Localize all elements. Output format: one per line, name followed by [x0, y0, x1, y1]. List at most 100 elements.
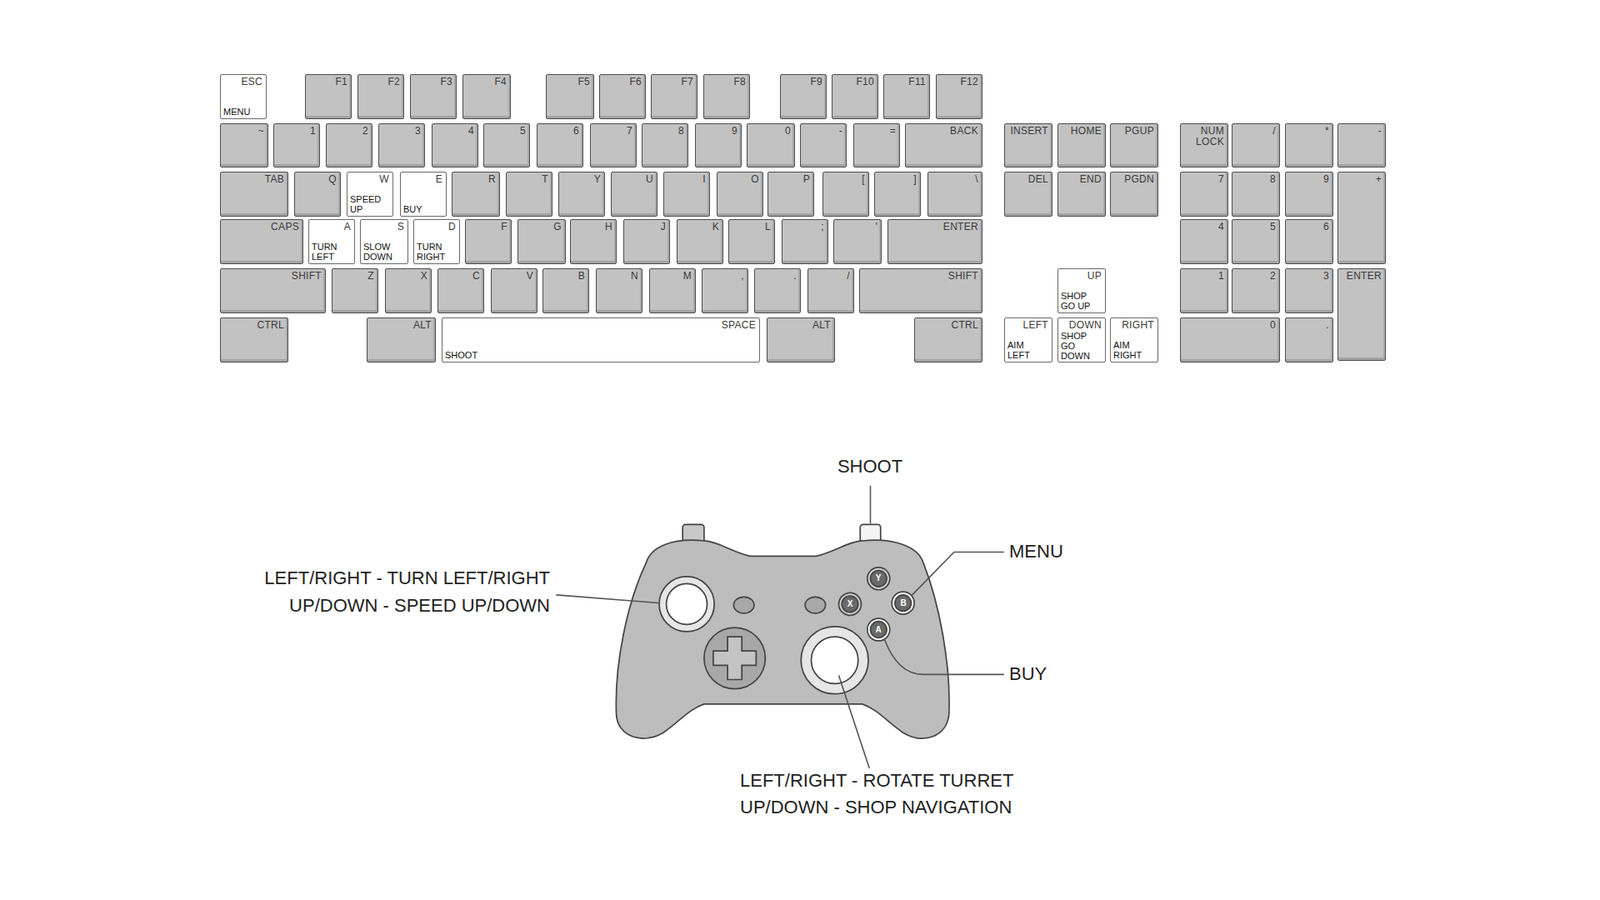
keyboard-key: BACK	[905, 123, 983, 168]
keyboard-key: V	[490, 268, 538, 314]
key-label: H	[573, 221, 613, 233]
keyboard-key: X	[385, 268, 432, 314]
keyboard-key: F5	[545, 74, 595, 120]
mapped-key: DOWNSHOP GO DOWN	[1057, 317, 1106, 363]
key-label: UP	[1060, 270, 1102, 282]
key-label: SHIFT	[862, 270, 979, 282]
key-label: 6	[540, 125, 580, 137]
keyboard-key: F4	[462, 74, 511, 120]
key-label: F2	[360, 76, 400, 88]
keyboard-key: ENTER	[887, 219, 983, 265]
keyboard-key: H	[570, 219, 617, 265]
key-function: AIM RIGHT	[1113, 340, 1155, 360]
keyboard-key: T	[505, 171, 553, 217]
key-label: C	[440, 270, 480, 282]
key-label: I	[666, 174, 706, 185]
leader-line	[839, 675, 870, 769]
key-label: ESC	[223, 76, 263, 88]
key-label: B	[545, 270, 585, 282]
key-label: \	[930, 174, 979, 185]
mapped-key: SPACESHOOT	[441, 317, 760, 363]
mapped-key: WSPEED UP	[346, 171, 394, 217]
keyboard-key: 8	[641, 123, 689, 168]
keyboard-key: 4	[431, 123, 479, 168]
key-label: +	[1340, 174, 1382, 185]
key-label: T	[509, 174, 549, 185]
keyboard-key: ]	[874, 171, 921, 217]
button-letter: Y	[871, 571, 885, 585]
keyboard-key: L	[728, 219, 775, 265]
mapped-key: RIGHTAIM RIGHT	[1110, 317, 1159, 363]
key-label: .	[757, 270, 797, 282]
key-label: Y	[561, 174, 601, 185]
keyboard-key: 5	[483, 123, 530, 168]
keyboard-key: F7	[650, 74, 698, 120]
button-ring	[839, 592, 862, 615]
key-label: ,	[705, 270, 745, 282]
key-label: F4	[465, 76, 507, 88]
keyboard-key: F11	[883, 74, 930, 120]
keyboard-key: CTRL	[220, 317, 289, 363]
mapped-key: DTURN RIGHT	[413, 219, 460, 265]
key-function: AIM LEFT	[1007, 340, 1049, 360]
key-label: F3	[413, 76, 453, 88]
key-label: 6	[1288, 221, 1330, 233]
key-label: NUM LOCK	[1183, 125, 1225, 148]
key-label: G	[520, 221, 562, 233]
keyboard-key: .	[1285, 317, 1334, 363]
keyboard-key: 3	[378, 123, 425, 168]
key-label: F12	[939, 76, 979, 88]
right-stick-cap	[810, 636, 858, 684]
button-ring	[867, 567, 890, 590]
key-label: INSERT	[1007, 125, 1049, 137]
keyboard-key: M	[649, 268, 696, 314]
keyboard-key: NUM LOCK	[1180, 123, 1229, 168]
back-button	[733, 596, 754, 614]
key-label: 8	[645, 125, 685, 137]
key-label: ~	[223, 125, 265, 137]
key-label: PGDN	[1113, 174, 1155, 185]
mapped-key: UPSHOP GO UP	[1057, 268, 1106, 314]
keyboard-key: O	[716, 171, 764, 217]
key-label: *	[1288, 125, 1330, 137]
mapped-key: EBUY	[400, 171, 447, 217]
key-label: -	[1340, 125, 1382, 137]
key-label: BACK	[908, 125, 979, 137]
key-label: '	[836, 221, 878, 233]
key-label: 1	[276, 125, 316, 137]
key-label: .	[1288, 320, 1330, 331]
keyboard-key: ,	[701, 268, 749, 314]
y-button	[870, 570, 887, 587]
key-label: CTRL	[917, 320, 979, 331]
key-label: ;	[785, 221, 825, 233]
key-function: SLOW DOWN	[363, 241, 405, 262]
key-function: SPEED UP	[350, 194, 390, 215]
callout-label: SHOOT	[837, 455, 903, 478]
keyboard-key: R	[451, 171, 500, 217]
keyboard-key: F10	[831, 74, 879, 120]
key-label: -	[803, 125, 843, 137]
key-label: CTRL	[223, 320, 285, 331]
key-label: 3	[1288, 270, 1330, 282]
keyboard-key: F9	[780, 74, 827, 120]
key-label: N	[599, 270, 639, 282]
key-function: MENU	[223, 106, 263, 117]
keyboard-key: *	[1285, 123, 1334, 168]
keyboard-key: SHIFT	[220, 268, 326, 314]
key-label: X	[388, 270, 428, 282]
keyboard-key: PGDN	[1110, 171, 1159, 217]
key-label: L	[731, 221, 771, 233]
key-label: ALT	[370, 320, 432, 331]
callout-label: LEFT/RIGHT - ROTATE TURRET	[740, 770, 1014, 792]
keyboard-key: ENTER	[1337, 268, 1386, 361]
right-stick	[800, 626, 869, 695]
callout-label: MENU	[1009, 540, 1064, 563]
button-ring	[891, 591, 915, 615]
keyboard-key: N	[595, 268, 643, 314]
keyboard-key: 0	[746, 123, 795, 168]
keyboard-key: END	[1057, 171, 1106, 217]
key-label: DOWN	[1060, 320, 1102, 331]
button-letter: B	[896, 596, 910, 610]
key-label: ]	[877, 174, 917, 185]
